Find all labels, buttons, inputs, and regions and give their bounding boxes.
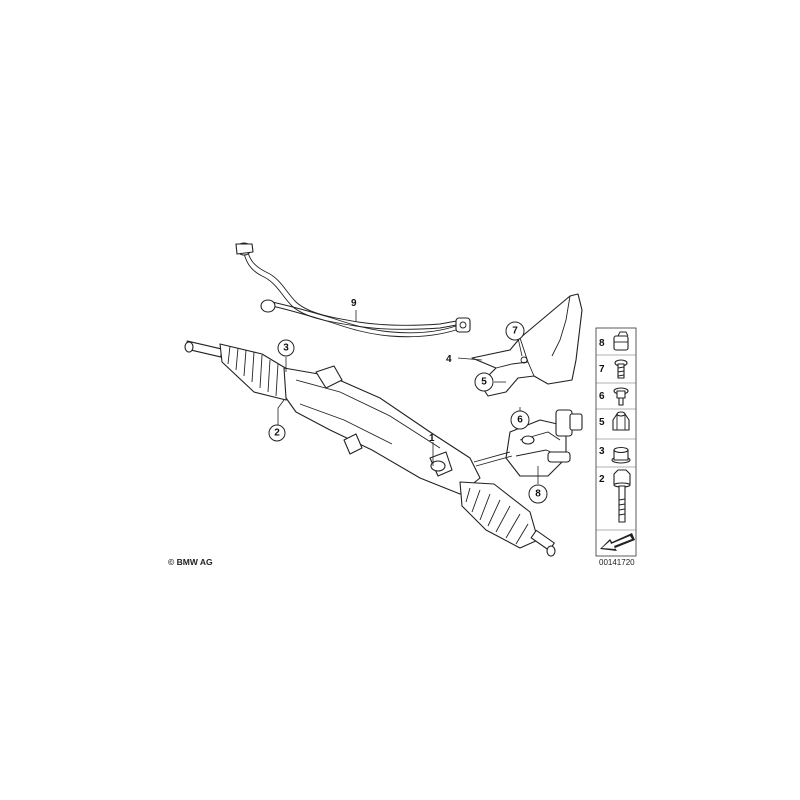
diagram-number: 00141720 (599, 558, 635, 567)
legend-item-2: 2 (599, 469, 631, 523)
callout-4: 4 (446, 354, 452, 365)
svg-text:9: 9 (351, 298, 357, 309)
callout-2: 2 (268, 424, 286, 442)
callout-8: 8 (528, 484, 548, 504)
legend-item-8: 8 (599, 331, 629, 351)
copyright-label: © BMW AG (168, 557, 213, 567)
legend-item-6: 6 (599, 387, 629, 406)
collar-nut-icon (611, 446, 631, 464)
svg-text:8: 8 (535, 489, 541, 500)
right-bellows (459, 481, 539, 549)
svg-text:2: 2 (599, 474, 605, 485)
hydraulic-line (235, 242, 471, 338)
clip-nut-icon (613, 331, 629, 351)
svg-text:3: 3 (283, 343, 289, 354)
svg-text:5: 5 (481, 377, 487, 388)
svg-text:6: 6 (599, 391, 605, 402)
callout-1: 1 (429, 433, 435, 444)
callout-9: 9 (351, 298, 357, 309)
svg-text:3: 3 (599, 446, 605, 457)
svg-text:6: 6 (517, 415, 523, 426)
flange-bolt-icon (613, 387, 629, 406)
hex-bolt-icon (613, 469, 631, 523)
svg-text:8: 8 (599, 338, 605, 349)
svg-text:5: 5 (599, 417, 605, 428)
svg-text:1: 1 (429, 433, 435, 444)
callout-3: 3 (277, 339, 295, 357)
legend-item-3: 3 (599, 446, 631, 464)
callout-5: 5 (474, 372, 494, 392)
leader-lines (277, 310, 539, 484)
arrow-icon (600, 533, 635, 551)
svg-text:7: 7 (599, 364, 605, 375)
legend-item-5: 5 (599, 411, 630, 431)
svg-text:2: 2 (274, 428, 280, 439)
hex-nut-icon (612, 411, 630, 431)
legend-item-7: 7 (599, 359, 628, 379)
valve-housing (473, 409, 583, 477)
screw-icon (614, 359, 628, 379)
svg-text:4: 4 (446, 354, 452, 365)
callout-6: 6 (510, 410, 530, 430)
callout-7: 7 (505, 321, 525, 341)
steering-rack (184, 340, 583, 557)
fastener-legend: 8 7 6 5 (595, 327, 637, 557)
svg-text:7: 7 (512, 326, 518, 337)
left-bellows (219, 343, 293, 401)
